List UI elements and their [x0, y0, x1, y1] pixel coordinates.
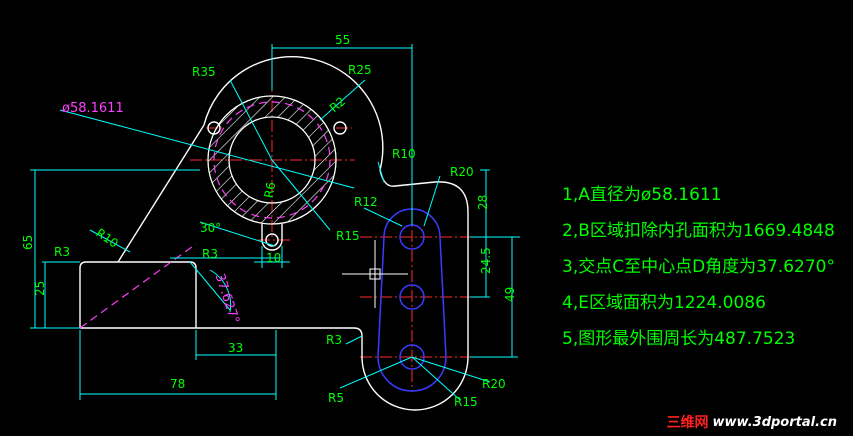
dim-r20-top: R20 — [450, 165, 474, 179]
dim-r15-mid: R15 — [336, 229, 360, 243]
watermark: 三维网 www.3dportal.cn — [666, 411, 837, 433]
watermark-cn: 三维网 — [666, 415, 709, 431]
dim-49: 49 — [503, 287, 517, 302]
result-notes: 1,A直径为ø58.1611 2,B区域扣除内孔面积为1669.4848 3,交… — [562, 185, 835, 349]
dim-r25: R25 — [348, 63, 372, 77]
left-arm — [117, 124, 205, 263]
note-5: 5,图形最外围周长为487.7523 — [562, 329, 795, 349]
dim-24-5: 24.5 — [479, 247, 493, 274]
base-bottom — [80, 327, 363, 337]
dim-10: 10 — [266, 251, 281, 265]
bolt-hole-left — [207, 121, 221, 135]
dim-55: 55 — [335, 33, 350, 47]
dim-r20-bottom: R20 — [482, 377, 506, 391]
dim-r15-bottom: R15 — [454, 395, 478, 409]
dim-r3-slot: R3 — [202, 247, 218, 261]
cursor-crosshair-icon — [342, 240, 408, 308]
watermark-url: www.3dportal.cn — [712, 414, 837, 430]
note-1: 1,A直径为ø58.1611 — [562, 185, 722, 205]
dim-r3-left: R3 — [54, 245, 70, 259]
dim-r6: R6 — [262, 181, 279, 199]
dim-r3-base: R3 — [326, 333, 342, 347]
hatched-region-b — [207, 95, 337, 225]
dim-r35: R35 — [192, 65, 216, 79]
dim-r10-top: R10 — [392, 147, 416, 161]
dim-25: 25 — [33, 281, 47, 296]
base-left-wall — [79, 261, 118, 328]
dim-r10-arm: R10 — [93, 226, 120, 251]
right-lug-outer — [361, 212, 469, 411]
dim-angle-30: 30° — [200, 221, 221, 235]
dim-33: 33 — [228, 341, 243, 355]
dim-r5: R5 — [328, 391, 344, 405]
note-4: 4,E区域面积为1224.0086 — [562, 293, 766, 313]
note-2: 2,B区域扣除内孔面积为1669.4848 — [562, 221, 835, 241]
outer-boss-arc — [203, 55, 384, 171]
dim-65: 65 — [21, 235, 35, 250]
dim-angle-37: 37.627° — [212, 272, 242, 326]
dim-28: 28 — [476, 195, 490, 210]
bolt-hole-right — [333, 121, 347, 135]
note-3: 3,交点C至中心点D角度为37.6270° — [562, 257, 835, 277]
dim-78: 78 — [170, 377, 185, 391]
dim-r12: R12 — [354, 195, 378, 209]
dim-phi: ø58.1611 — [62, 101, 124, 116]
bolt-hole-bottom — [265, 233, 279, 247]
dimension-lines — [30, 44, 520, 401]
